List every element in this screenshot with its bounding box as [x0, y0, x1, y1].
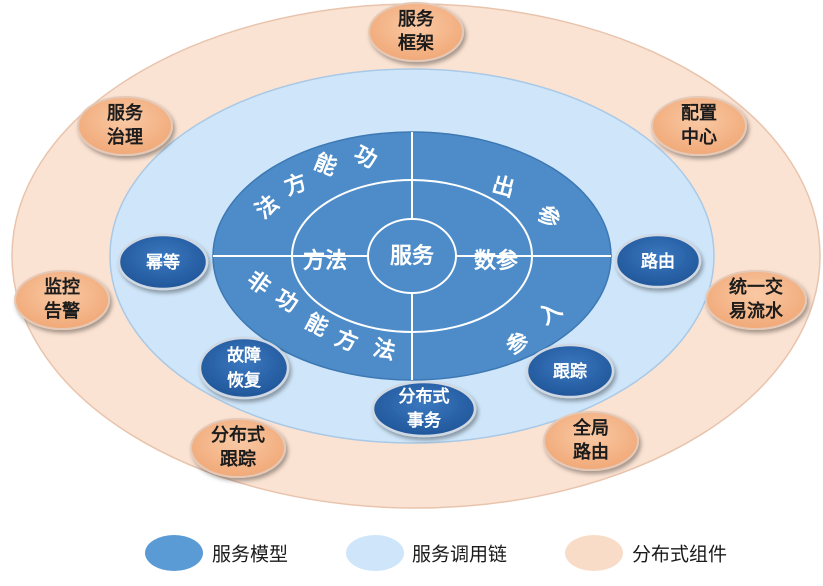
svg-text:全局: 全局 — [572, 417, 609, 439]
node-global-routing: 全局 路由 — [543, 411, 639, 471]
node-service-framework: 服务 框架 — [368, 2, 464, 62]
legend: 服务模型 服务调用链 分布式组件 — [145, 535, 727, 571]
inner-right-label: 数参 — [474, 248, 518, 274]
svg-text:服务: 服务 — [107, 102, 144, 124]
legend-item-call-chain: 服务调用链 — [346, 535, 507, 571]
svg-text:跟踪: 跟踪 — [220, 448, 256, 470]
svg-text:分布式: 分布式 — [211, 424, 265, 446]
node-routing: 路由 — [614, 233, 702, 289]
svg-text:路由: 路由 — [573, 441, 609, 463]
svg-text:中心: 中心 — [681, 126, 717, 148]
center-label: 服务 — [390, 244, 435, 269]
node-distributed-transaction: 分布式 事务 — [371, 380, 477, 438]
node-service-governance: 服务 治理 — [77, 96, 173, 156]
svg-text:监控: 监控 — [44, 276, 80, 298]
svg-text:易流水: 易流水 — [729, 300, 784, 322]
svg-text:治理: 治理 — [107, 126, 143, 148]
node-fault-recovery: 故障 恢复 — [198, 336, 290, 400]
svg-text:路由: 路由 — [641, 251, 675, 272]
svg-text:服务: 服务 — [398, 8, 435, 30]
legend-item-service-model: 服务模型 — [145, 535, 288, 571]
inner-left-label: 方法 — [303, 248, 347, 274]
node-monitoring-alerting: 监控 告警 — [14, 270, 110, 330]
svg-text:分布式: 分布式 — [399, 386, 450, 407]
svg-text:跟踪: 跟踪 — [553, 361, 587, 382]
svg-text:服务调用链: 服务调用链 — [412, 544, 507, 566]
svg-text:事务: 事务 — [407, 410, 442, 431]
node-idempotent: 幂等 — [117, 233, 209, 291]
legend-item-distributed-components: 分布式组件 — [565, 535, 727, 571]
center-service-circle — [367, 218, 457, 294]
svg-text:故障: 故障 — [227, 345, 261, 366]
node-unified-transaction: 统一交 易流水 — [705, 270, 807, 330]
svg-text:恢复: 恢复 — [227, 370, 262, 391]
svg-text:配置: 配置 — [681, 103, 717, 124]
svg-text:幂等: 幂等 — [145, 252, 180, 273]
node-tracing: 跟踪 — [525, 343, 615, 399]
svg-text:分布式组件: 分布式组件 — [632, 544, 727, 566]
node-distributed-tracing: 分布式 跟踪 — [190, 418, 286, 478]
svg-text:告警: 告警 — [44, 300, 80, 322]
svg-text:框架: 框架 — [398, 32, 434, 54]
node-config-center: 配置 中心 — [651, 96, 747, 156]
svg-text:统一交: 统一交 — [729, 276, 783, 298]
svg-text:服务模型: 服务模型 — [212, 544, 288, 566]
